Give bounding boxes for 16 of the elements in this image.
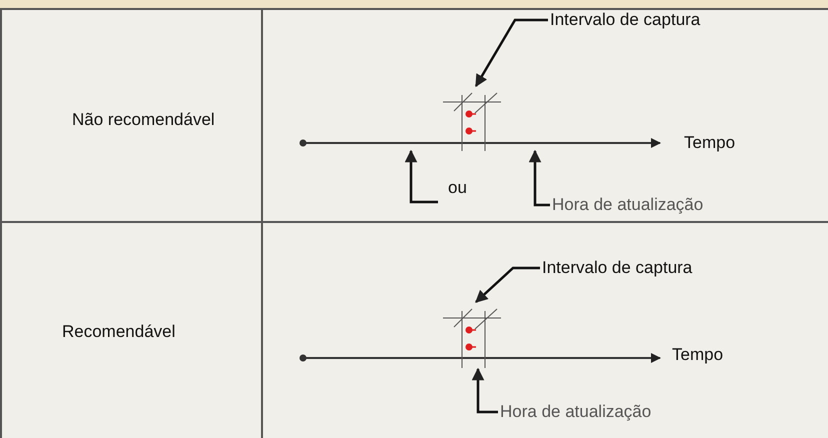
leader-arrow bbox=[472, 368, 498, 414]
leader-arrow bbox=[404, 150, 438, 204]
callout-text: Intervalo de captura bbox=[542, 258, 692, 278]
conjunction-text: ou bbox=[448, 178, 467, 198]
leader-arrow bbox=[528, 150, 550, 206]
callout-text: Intervalo de captura bbox=[550, 10, 700, 30]
row-header: Recomendável bbox=[62, 322, 176, 342]
row-header: Não recomendável bbox=[72, 110, 215, 130]
callout-text: Hora de atualização bbox=[500, 402, 652, 422]
capture-interval-drawing bbox=[442, 308, 502, 368]
leader-arrow bbox=[475, 266, 540, 303]
capture-interval-drawing bbox=[442, 92, 502, 152]
axis-label: Tempo bbox=[684, 133, 736, 153]
leader-arrow bbox=[474, 18, 548, 88]
axis-label: Tempo bbox=[672, 345, 724, 365]
callout-text: Hora de atualização bbox=[552, 195, 704, 215]
